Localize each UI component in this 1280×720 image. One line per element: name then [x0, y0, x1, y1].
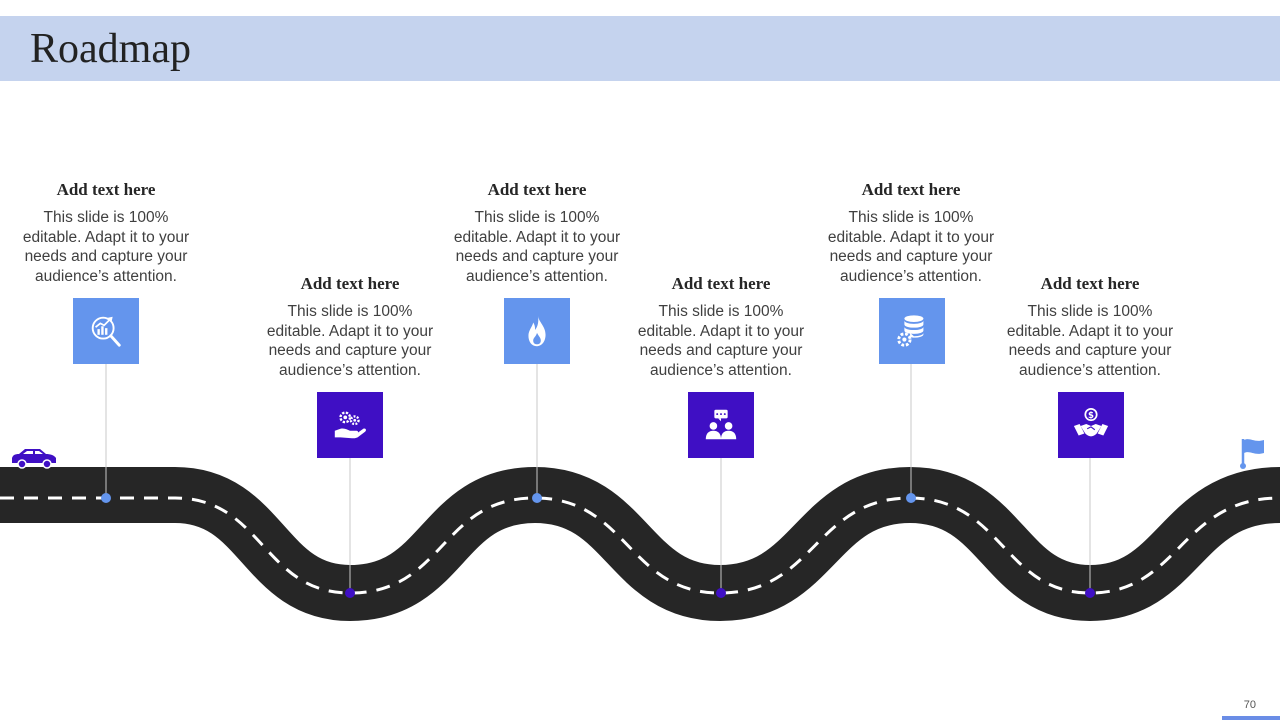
database-gear-icon: [897, 315, 924, 347]
hand-gears-icon: [334, 411, 366, 439]
milestone-line: editable. Adapt it to your: [266, 322, 434, 340]
milestone-line: editable. Adapt it to your: [22, 228, 190, 246]
milestone-line: needs and capture your: [639, 342, 803, 359]
milestone-heading: Add text here: [671, 274, 771, 293]
milestone-line: editable. Adapt it to your: [827, 228, 995, 246]
milestone-heading: Add text here: [56, 180, 156, 199]
milestone-description: This slide is 100% editable. Adapt it to…: [11, 208, 201, 286]
road-marker: [1085, 588, 1095, 598]
milestone-4-text: Add text here This slide is 100% editabl…: [626, 274, 816, 380]
milestone-line: needs and capture your: [1008, 342, 1172, 359]
road-marker: [906, 493, 916, 503]
milestone-line: needs and capture your: [829, 248, 993, 265]
milestone-6-text: Add text here This slide is 100% editabl…: [995, 274, 1185, 380]
milestone-3-text: Add text here This slide is 100% editabl…: [442, 180, 632, 286]
svg-text:$: $: [1088, 411, 1094, 421]
milestone-description: This slide is 100% editable. Adapt it to…: [626, 302, 816, 380]
road-marker: [716, 588, 726, 598]
road-marker: [532, 493, 542, 503]
milestone-2-icon-box: [317, 392, 383, 458]
milestone-description: This slide is 100% editable. Adapt it to…: [995, 302, 1185, 380]
milestone-4-icon-box: [688, 392, 754, 458]
flag-icon: [1240, 439, 1264, 469]
milestone-line: needs and capture your: [268, 342, 432, 359]
milestone-line: This slide is 100%: [1027, 303, 1153, 320]
milestone-line: audience’s attention.: [840, 267, 982, 285]
milestone-5-text: Add text here This slide is 100% editabl…: [816, 180, 1006, 286]
team-chat-icon: [705, 409, 737, 440]
page-number: 70: [1243, 699, 1256, 711]
milestone-heading: Add text here: [1040, 274, 1140, 293]
milestone-line: This slide is 100%: [287, 303, 413, 320]
slide-title: Roadmap: [30, 26, 191, 72]
milestone-1-icon-box: [73, 298, 139, 364]
milestone-line: This slide is 100%: [658, 303, 784, 320]
milestone-line: editable. Adapt it to your: [637, 322, 805, 340]
milestone-description: This slide is 100% editable. Adapt it to…: [442, 208, 632, 286]
growth-chart-magnifier-icon: [91, 316, 121, 347]
title-bar: [0, 16, 1280, 81]
milestone-1-text: Add text here This slide is 100% editabl…: [11, 180, 201, 286]
milestone-5-icon-box: [879, 298, 945, 364]
road-marker: [101, 493, 111, 503]
milestone-6-icon-box: $: [1058, 392, 1124, 458]
road: [0, 466, 1280, 622]
milestone-line: This slide is 100%: [474, 209, 600, 226]
milestone-line: audience’s attention.: [35, 267, 177, 285]
milestone-line: editable. Adapt it to your: [1006, 322, 1174, 340]
milestone-line: needs and capture your: [24, 248, 188, 265]
milestone-description: This slide is 100% editable. Adapt it to…: [255, 302, 445, 380]
milestone-3-icon-box: [504, 298, 570, 364]
milestone-line: audience’s attention.: [279, 361, 421, 379]
milestone-line: This slide is 100%: [43, 209, 169, 226]
milestone-heading: Add text here: [487, 180, 587, 199]
milestone-line: needs and capture your: [455, 248, 619, 265]
milestone-description: This slide is 100% editable. Adapt it to…: [816, 208, 1006, 286]
milestone-line: This slide is 100%: [848, 209, 974, 226]
road-marker: [345, 588, 355, 598]
milestone-line: audience’s attention.: [1019, 361, 1161, 379]
car-icon: [12, 449, 56, 469]
milestone-2-text: Add text here This slide is 100% editabl…: [255, 274, 445, 380]
flame-icon: [528, 315, 546, 347]
milestone-line: audience’s attention.: [650, 361, 792, 379]
milestone-line: editable. Adapt it to your: [453, 228, 621, 246]
corner-accent-bar: [1222, 716, 1280, 720]
milestone-heading: Add text here: [300, 274, 400, 293]
milestone-heading: Add text here: [861, 180, 961, 199]
milestone-line: audience’s attention.: [466, 267, 608, 285]
handshake-dollar-icon: $: [1073, 407, 1109, 437]
